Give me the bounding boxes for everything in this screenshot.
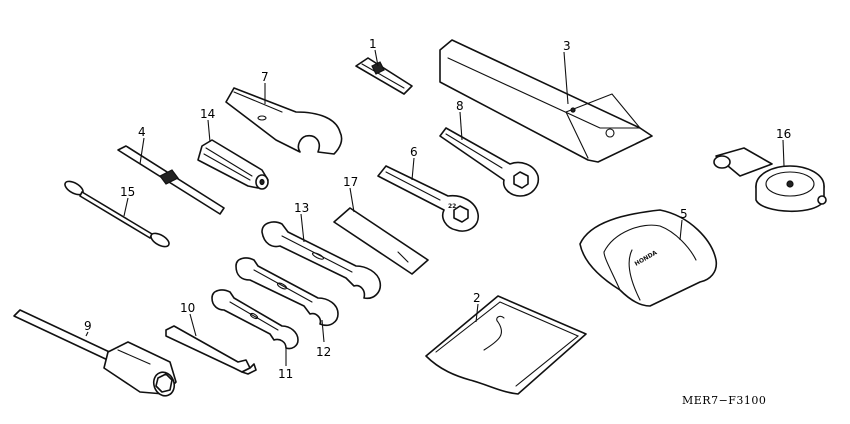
callout-9: 9 <box>84 319 92 333</box>
leader-12 <box>321 319 325 343</box>
diagram-part-code: MER7−F3100 <box>682 394 766 407</box>
part-14-screwdriver-handle[interactable] <box>197 139 269 190</box>
part-13-open-wrench[interactable] <box>261 221 382 300</box>
part-5-bag[interactable]: HONDA <box>579 209 718 307</box>
part-16-gauge[interactable] <box>713 147 827 213</box>
leader-lines <box>85 49 785 366</box>
callout-17: 17 <box>343 175 358 189</box>
svg-text:22: 22 <box>448 203 456 210</box>
leader-6 <box>411 157 415 181</box>
callout-15: 15 <box>120 185 135 199</box>
part-7-hook-wrench[interactable] <box>225 87 343 155</box>
callout-1: 1 <box>369 37 377 51</box>
leader-10 <box>189 313 197 337</box>
callout-7: 7 <box>261 70 269 84</box>
part-9-socket-wrench[interactable] <box>13 309 178 399</box>
part-15-wire[interactable] <box>63 179 171 250</box>
callout-10: 10 <box>180 301 195 315</box>
part-11-open-wrench[interactable] <box>211 289 299 350</box>
callout-14: 14 <box>200 107 215 121</box>
part-12-open-wrench[interactable] <box>235 257 339 327</box>
leader-9 <box>85 331 89 337</box>
part-4-screwdriver-bit[interactable] <box>117 145 225 215</box>
leader-4 <box>139 137 145 165</box>
callout-11: 11 <box>278 367 293 381</box>
callout-13: 13 <box>294 201 309 215</box>
part-6-box-wrench[interactable]: 22 <box>377 165 479 232</box>
callout-4: 4 <box>138 125 146 139</box>
part-2-envelope[interactable] <box>425 295 587 395</box>
leader-2 <box>475 303 479 323</box>
callout-16: 16 <box>776 127 791 141</box>
part-10-hex-key[interactable] <box>165 325 257 375</box>
leader-5 <box>679 219 683 241</box>
callout-6: 6 <box>410 145 418 159</box>
leader-17 <box>349 187 355 213</box>
callout-labels: 1 2 3 4 5 6 7 8 9 10 11 12 13 14 15 16 1… <box>84 37 791 381</box>
leader-8 <box>459 111 463 141</box>
part-3-tool-pouch[interactable] <box>439 39 653 163</box>
callout-2: 2 <box>473 291 481 305</box>
part-17-flat-bar[interactable] <box>333 207 429 275</box>
leader-15 <box>123 197 129 217</box>
part-8-box-wrench[interactable] <box>439 127 540 197</box>
callout-8: 8 <box>456 99 464 113</box>
callout-5: 5 <box>680 207 688 221</box>
leader-13 <box>300 213 305 243</box>
leader-3 <box>563 51 569 105</box>
leader-1 <box>374 49 379 67</box>
part-1-clip[interactable] <box>355 57 413 95</box>
callout-12: 12 <box>316 345 331 359</box>
callout-3: 3 <box>563 39 571 53</box>
leader-16 <box>782 139 785 167</box>
leader-14 <box>207 119 211 143</box>
